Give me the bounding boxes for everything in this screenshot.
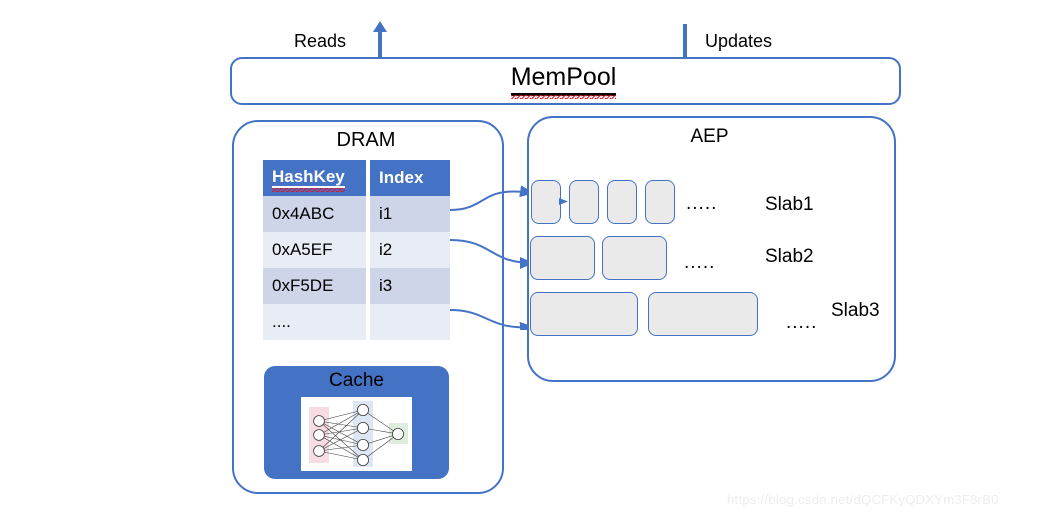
slab3-block (530, 292, 638, 336)
updates-arrow-shaft (683, 24, 687, 82)
cell-hashkey: 0xA5EF (263, 232, 366, 268)
slab1-label: Slab1 (765, 194, 814, 215)
cache-title: Cache (329, 370, 384, 391)
slab1-block (607, 180, 637, 224)
aep-title: AEP (690, 126, 729, 147)
connector-i3-to-slab3 (449, 309, 534, 330)
mempool-title: MemPool (230, 63, 897, 99)
slab2-block (602, 236, 667, 280)
dram-to-aep-connectors (449, 185, 534, 330)
updates-label: Updates (705, 31, 773, 51)
slab1-block (531, 180, 561, 224)
connector-i1-to-slab1 (449, 185, 534, 211)
column-header-hashkey-label: HashKey (272, 167, 345, 192)
reads-arrow-head-icon (373, 21, 387, 32)
network-nodes (313, 404, 405, 467)
cell-index: i3 (370, 268, 450, 304)
slab1-dots: ..... (686, 193, 718, 214)
reads-label: Reads (294, 31, 347, 51)
table-header-row: HashKey Index (263, 160, 450, 196)
slab1-inner-arrow-icon (559, 198, 568, 205)
cell-index (370, 304, 450, 340)
slab1-block (569, 180, 599, 224)
column-header-hashkey: HashKey (263, 160, 366, 196)
table-row: .... (263, 304, 450, 340)
column-header-index: Index (370, 160, 450, 196)
slab2-label: Slab2 (765, 246, 814, 267)
watermark-text: https://blog.csdn.net/dQCFKyQDXYm3F8rB0 (727, 492, 999, 507)
table-row: 0x4ABC i1 (263, 196, 450, 232)
cell-hashkey: .... (263, 304, 366, 340)
cell-index: i1 (370, 196, 450, 232)
slab1-block (645, 180, 675, 224)
slab2-dots: ..... (684, 252, 716, 273)
cell-hashkey: 0x4ABC (263, 196, 366, 232)
neural-network-diagram (301, 397, 412, 471)
table-row: 0xA5EF i2 (263, 232, 450, 268)
slab3-label: Slab3 (831, 300, 880, 321)
dram-title: DRAM (336, 129, 396, 151)
neural-network-svg (309, 401, 408, 467)
connector-i2-to-slab2 (449, 239, 534, 269)
table-row: 0xF5DE i3 (263, 268, 450, 304)
mempool-label: MemPool (510, 63, 617, 99)
cell-hashkey: 0xF5DE (263, 268, 366, 304)
hidden-layer-background (353, 401, 373, 467)
network-edges (318, 409, 399, 461)
cell-index: i2 (370, 232, 450, 268)
hash-index-table: HashKey Index 0x4ABC i1 0xA5EF i2 0xF5DE… (263, 160, 450, 340)
slab3-block (648, 292, 758, 336)
slab3-dots: ..... (786, 312, 818, 333)
slab2-block (530, 236, 595, 280)
